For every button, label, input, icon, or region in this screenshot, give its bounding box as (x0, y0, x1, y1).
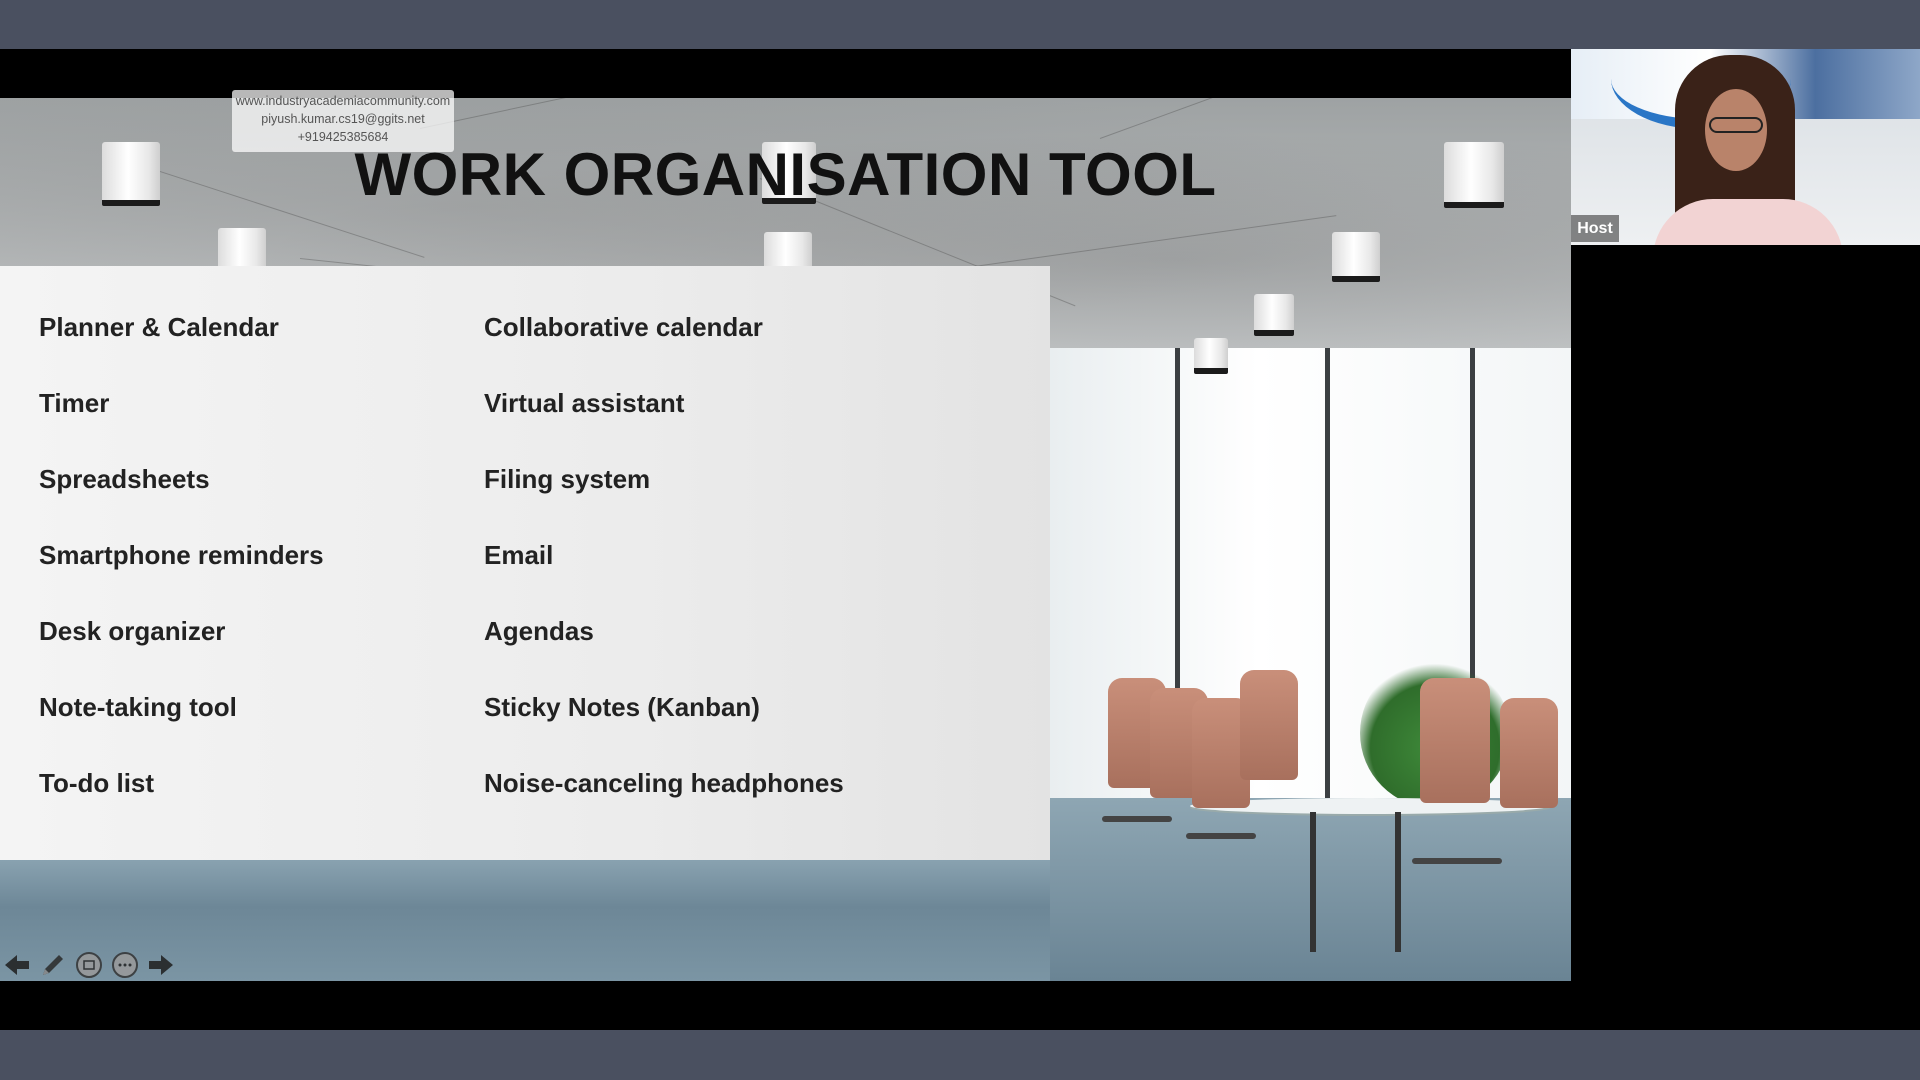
chair-base (1102, 816, 1172, 822)
list-item: Collaborative calendar (484, 312, 763, 342)
list-item: Noise-canceling headphones (484, 768, 844, 798)
list-item: Planner & Calendar (39, 312, 279, 342)
ceiling-lamp (1254, 294, 1294, 336)
chair (1240, 670, 1298, 780)
arrow-right-icon[interactable] (146, 950, 176, 980)
ceiling-lamp (102, 142, 160, 206)
chair-base (1412, 858, 1502, 864)
ceiling-lamp (1444, 142, 1504, 208)
watermark: www.industryacademiacommunity.com piyush… (232, 90, 454, 152)
arrow-left-icon[interactable] (2, 950, 32, 980)
watermark-website: www.industryacademiacommunity.com (235, 94, 451, 108)
slides-icon[interactable] (74, 950, 104, 980)
list-item: Smartphone reminders (39, 540, 324, 570)
table-leg (1395, 812, 1401, 952)
list-item: Filing system (484, 464, 651, 494)
pen-icon[interactable] (38, 950, 68, 980)
watermark-email: piyush.kumar.cs19@ggits.net (261, 112, 425, 126)
list-item: Email (484, 540, 554, 570)
list-item: Note-taking tool (39, 692, 237, 722)
content-board (0, 266, 1050, 860)
table-leg (1310, 812, 1316, 952)
more-icon[interactable] (110, 950, 140, 980)
list-item: Sticky Notes (Kanban) (484, 692, 760, 722)
slide-nav-controls (2, 948, 176, 982)
watermark-phone: +919425385684 (297, 130, 389, 144)
list-item: Desk organizer (39, 616, 226, 646)
list-item: Virtual assistant (484, 388, 685, 418)
participant-body (1653, 199, 1843, 245)
list-item: To-do list (39, 768, 155, 798)
ceiling-lamp (1332, 232, 1380, 282)
participant-glasses (1709, 117, 1763, 133)
ceiling-lamp (762, 142, 816, 204)
chair-base (1186, 833, 1256, 839)
list-item: Timer (39, 388, 110, 418)
chair (1420, 678, 1490, 803)
slide-title: WORK ORGANISATION TOOL (354, 141, 1217, 208)
ceiling-lamp (1194, 338, 1228, 374)
participant-name-label: Host (1571, 215, 1619, 242)
list-item: Agendas (484, 616, 594, 646)
participant-video-tile[interactable] (1571, 49, 1920, 245)
list-item: Spreadsheets (39, 464, 210, 494)
shared-slide: WORK ORGANISATION TOOL Planner & Calenda… (0, 98, 1571, 981)
chair (1500, 698, 1558, 808)
